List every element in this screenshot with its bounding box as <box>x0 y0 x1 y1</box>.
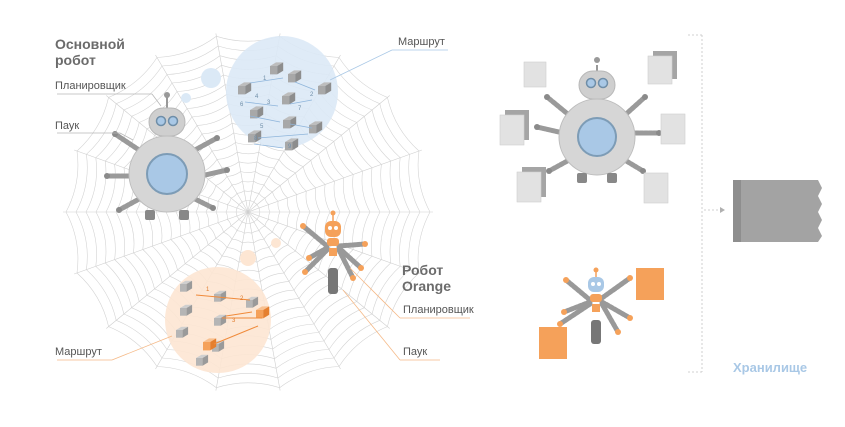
main-robot-crawling <box>534 57 662 183</box>
orange-scheduler-label: Планировщик <box>403 304 474 316</box>
orange-robot-title-line2: Orange <box>402 278 452 294</box>
main-robot-title-line1: Основной <box>55 36 125 52</box>
route-step-number: 8 <box>254 136 258 142</box>
orange-robot-title: Робот Orange <box>402 262 522 294</box>
orange-robot-arms <box>300 223 368 281</box>
route-step-number: 3 <box>232 318 236 324</box>
route-step-number: 1 <box>263 76 267 82</box>
route-step-number: 2 <box>310 92 314 98</box>
route-step-number: 9 <box>288 144 292 150</box>
orange-robot-title-line1: Робот <box>402 262 444 278</box>
leader-lines <box>57 49 470 361</box>
main-scheduler-label: Планировщик <box>55 80 126 92</box>
route-step-number: 1 <box>206 287 210 293</box>
main-route-label: Маршрут <box>398 36 445 48</box>
route-step-number: 3 <box>267 100 271 106</box>
arrow-icon <box>720 207 725 213</box>
route-step-number: 2 <box>240 296 244 302</box>
storage-icon <box>733 180 822 242</box>
orange-robot <box>300 210 368 294</box>
orange-spider-label: Паук <box>403 346 428 358</box>
main-robot <box>104 92 230 220</box>
orange-route-zone: 1 2 3 <box>165 238 281 373</box>
main-robot-arms <box>104 131 230 213</box>
storage-label: Хранилище <box>733 360 808 375</box>
main-route-pages: 1 2 3 4 5 6 7 8 9 <box>238 62 332 151</box>
orange-robot-crawling <box>557 267 633 344</box>
orange-route-label: Маршрут <box>55 346 102 358</box>
main-robot-title-line2: робот <box>55 52 96 68</box>
route-step-number: 7 <box>298 106 302 112</box>
crawled-pages <box>499 51 686 359</box>
main-spider-label: Паук <box>55 120 80 132</box>
route-step-number: 6 <box>240 102 244 108</box>
route-step-number: 4 <box>255 94 259 100</box>
main-route-zone: 1 2 3 4 5 6 7 8 9 <box>181 36 338 151</box>
main-robot-title: Основной робот <box>55 36 175 68</box>
route-step-number: 5 <box>260 124 264 130</box>
orange-route-pages: 1 2 3 <box>176 280 270 366</box>
storage-bracket <box>688 34 720 373</box>
